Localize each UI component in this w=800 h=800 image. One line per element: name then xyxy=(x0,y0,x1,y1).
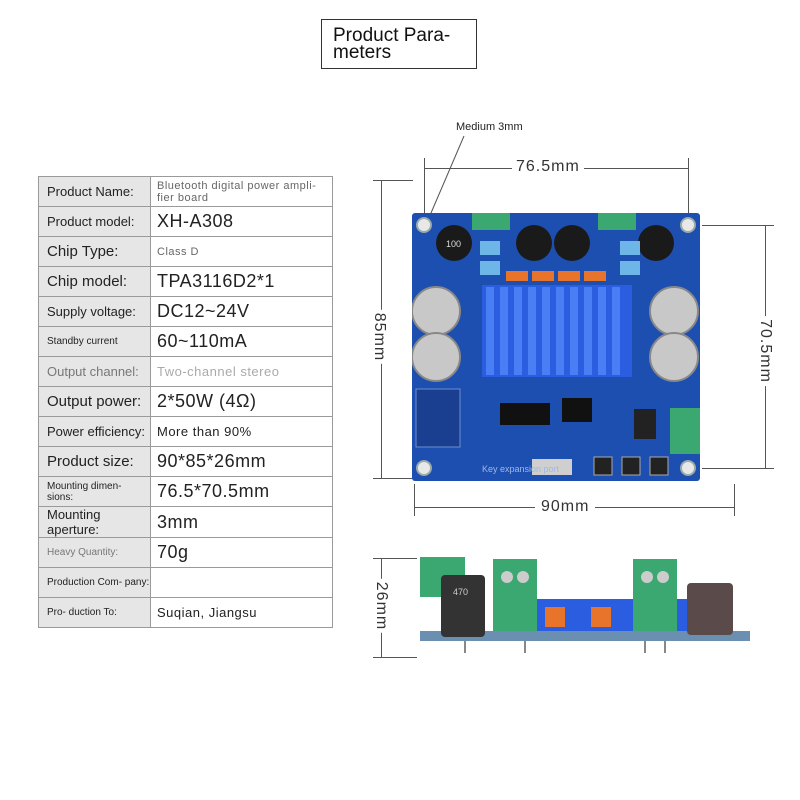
table-row: Chip Type:Class D xyxy=(38,236,333,267)
side-dim-tick-top xyxy=(373,558,417,559)
capacitor-label: 470 xyxy=(453,587,468,597)
table-row: Output channel:Two-channel stereo xyxy=(38,356,333,387)
row-value: 76.5*70.5mm xyxy=(150,476,333,507)
title-line-2: meters xyxy=(333,42,392,63)
bottom-dim-tick-left xyxy=(414,484,415,516)
row-value: DC12~24V xyxy=(150,296,333,327)
row-value xyxy=(150,567,333,598)
table-row: Output power:2*50W (4Ω) xyxy=(38,386,333,417)
table-row: Product size:90*85*26mm xyxy=(38,446,333,477)
table-row: Mounting aperture:3mm xyxy=(38,506,333,538)
row-label: Mounting dimen- sions: xyxy=(38,476,151,507)
table-row: Product model:XH-A308 xyxy=(38,206,333,237)
row-value: TPA3116D2*1 xyxy=(150,266,333,297)
title-line-1: Product Para- xyxy=(333,25,451,46)
table-row: Production Com- pany: xyxy=(38,567,333,598)
left-dim-tick-bottom xyxy=(373,478,413,479)
row-value: 90*85*26mm xyxy=(150,446,333,477)
bottom-dim-tick-right xyxy=(734,484,735,516)
row-label: Product size: xyxy=(38,446,151,477)
row-value: Suqian, Jiangsu xyxy=(150,597,333,628)
hole-note: Medium 3mm xyxy=(456,121,523,133)
left-height-label: 85mm xyxy=(370,309,389,365)
table-row: Pro- duction To:Suqian, Jiangsu xyxy=(38,597,333,628)
inductor-label: 100 xyxy=(446,239,461,249)
row-value: 3mm xyxy=(150,506,333,538)
table-row: Heavy Quantity:70g xyxy=(38,537,333,568)
side-dim-tick-bottom xyxy=(373,657,417,658)
table-row: Product Name:Bluetooth digital power amp… xyxy=(38,176,333,207)
row-label: Product Name: xyxy=(38,176,151,207)
left-dim-tick-top xyxy=(373,180,413,181)
parameters-table: Product Name:Bluetooth digital power amp… xyxy=(38,176,333,628)
row-value: 2*50W (4Ω) xyxy=(150,386,333,417)
row-label: Product model: xyxy=(38,206,151,237)
pcb-illustration: 100 Key expansion port xyxy=(411,180,730,481)
top-width-label: 76.5mm xyxy=(512,158,584,176)
table-row: Mounting dimen- sions:76.5*70.5mm xyxy=(38,476,333,507)
bottom-width-label: 90mm xyxy=(535,498,596,516)
row-label: Production Com- pany: xyxy=(38,567,151,598)
side-illustration: 470 xyxy=(420,557,750,653)
table-row: Power efficiency:More than 90% xyxy=(38,416,333,447)
row-value: Two-channel stereo xyxy=(150,356,333,387)
row-label: Output power: xyxy=(38,386,151,417)
table-row: Supply voltage:DC12~24V xyxy=(38,296,333,327)
right-dim-tick-top xyxy=(702,225,774,226)
row-value: 70g xyxy=(150,537,333,568)
side-height-label: 26mm xyxy=(372,578,391,634)
row-value: More than 90% xyxy=(150,416,333,447)
row-value: 60~110mA xyxy=(150,326,333,357)
title-box: Product Para- meters xyxy=(321,19,477,69)
right-height-label: 70.5mm xyxy=(755,316,774,386)
right-dim-tick-bottom xyxy=(702,468,774,469)
row-value: Bluetooth digital power ampli- fier boar… xyxy=(150,176,333,207)
row-label: Supply voltage: xyxy=(38,296,151,327)
row-label: Power efficiency: xyxy=(38,416,151,447)
row-label: Mounting aperture: xyxy=(38,506,151,538)
hole-leader-line xyxy=(427,135,465,221)
row-label: Pro- duction To: xyxy=(38,597,151,628)
table-row: Chip model:TPA3116D2*1 xyxy=(38,266,333,297)
pcb-side-view: 470 xyxy=(415,555,755,655)
row-label: Standby current xyxy=(38,326,151,357)
row-value: Class D xyxy=(150,236,333,267)
row-label: Output channel: xyxy=(38,356,151,387)
row-label: Chip Type: xyxy=(38,236,151,267)
top-dim-tick-right xyxy=(688,158,689,214)
key-port-label: Key expansion port xyxy=(482,464,560,474)
top-dim-tick-left xyxy=(424,158,425,214)
row-value: XH-A308 xyxy=(150,206,333,237)
row-label: Heavy Quantity: xyxy=(38,537,151,568)
row-label: Chip model: xyxy=(38,266,151,297)
pcb-top-view: 100 Key expansion port xyxy=(411,180,730,481)
